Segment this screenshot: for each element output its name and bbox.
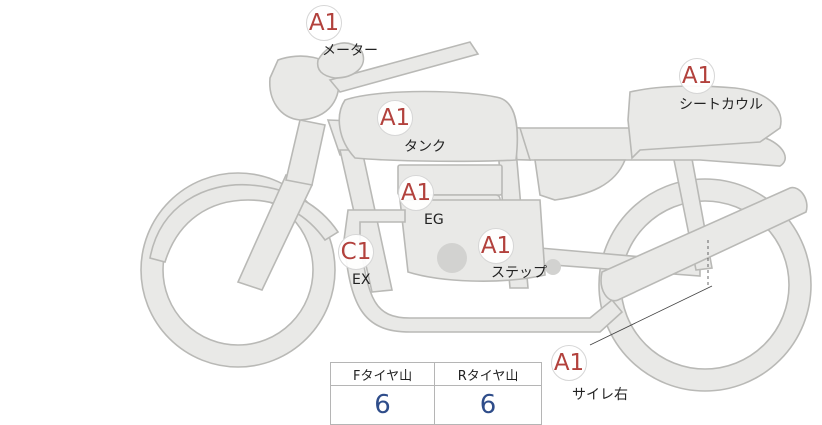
tire-tread-table: Fタイヤ山 Rタイヤ山 6 6 [329, 362, 542, 425]
silencer-grade: A1 [551, 345, 587, 381]
eg-grade: A1 [398, 175, 434, 211]
engine [397, 164, 561, 282]
ex-grade: C1 [338, 234, 374, 270]
silencer-leader [589, 285, 713, 346]
fork-upper [285, 119, 326, 186]
seat-cowl [627, 85, 782, 160]
rear-tire-header: Rタイヤ山 [434, 362, 542, 386]
front-tire-header: Fタイヤ山 [329, 362, 436, 386]
handlebar [328, 41, 480, 93]
silencer-label: サイレ右 [572, 387, 628, 403]
meter-grade: A1 [306, 5, 342, 41]
tire-table-header-row: Fタイヤ山 Rタイヤ山 [329, 362, 542, 386]
tank-grade: A1 [377, 100, 413, 136]
tire-table-value-row: 6 6 [329, 385, 542, 425]
seat-grade: A1 [679, 58, 715, 94]
step-grade: A1 [478, 228, 514, 264]
seat-label: シートカウル [679, 97, 763, 113]
silencer [600, 186, 808, 302]
ex-label: EX [352, 272, 371, 288]
front-tire-value: 6 [329, 385, 436, 425]
meter-label: メーター [322, 43, 378, 59]
rear-tire-value: 6 [434, 385, 542, 425]
side-cover [534, 159, 627, 201]
eg-label: EG [424, 212, 444, 228]
step-label: ステップ [491, 265, 547, 281]
tank-label: タンク [404, 139, 446, 155]
meter-cluster [316, 42, 365, 79]
